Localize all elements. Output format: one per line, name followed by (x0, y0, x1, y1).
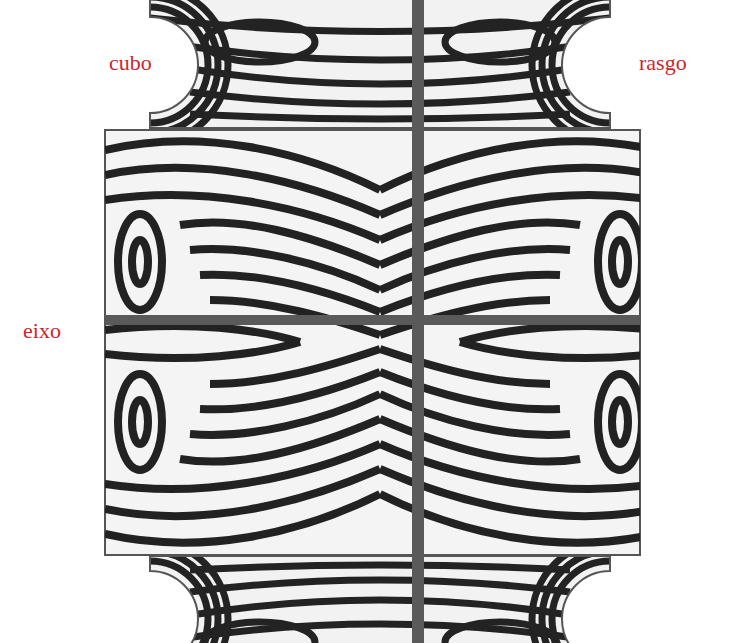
part-label: eixo (20, 318, 64, 344)
part-label: rasgo (636, 50, 690, 76)
part-label: cubo (106, 50, 155, 76)
